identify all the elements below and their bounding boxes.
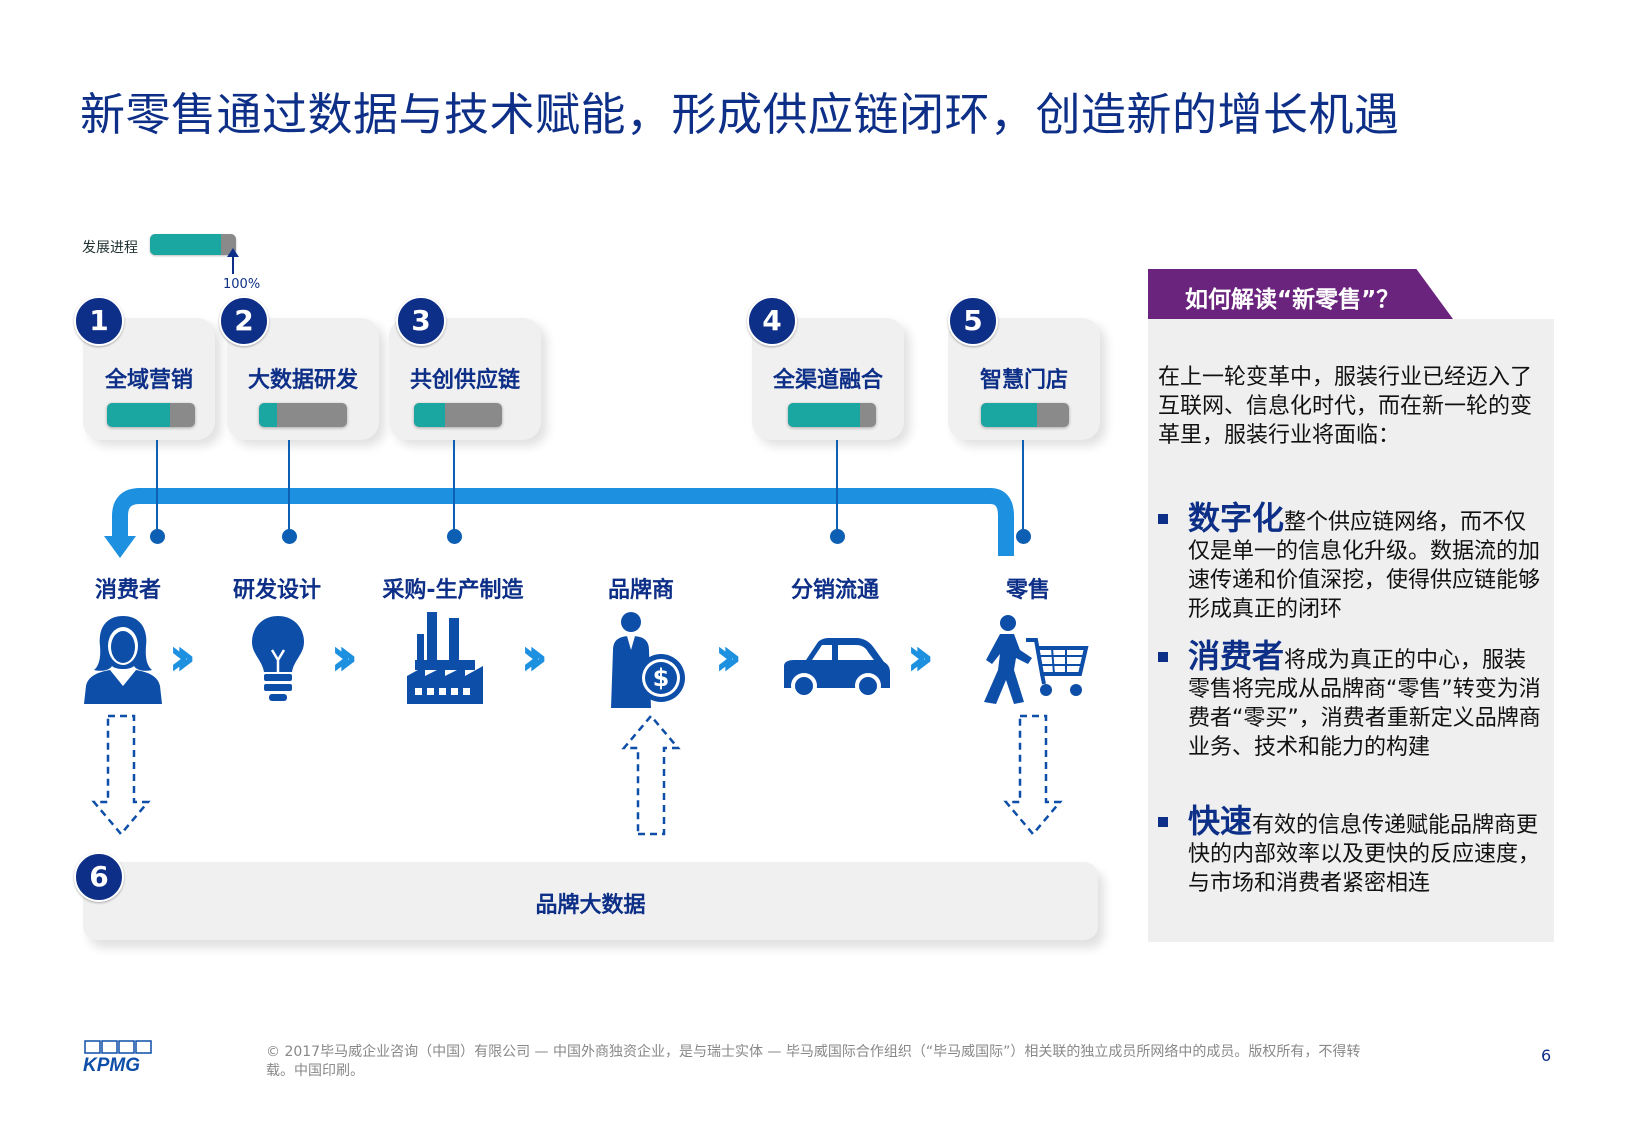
card-label: 共创供应链 [409, 368, 520, 393]
card-progress-bar [981, 403, 1069, 427]
card-progress-fill [414, 403, 445, 427]
card-progress-bar [788, 403, 876, 427]
stage-label-retail: 零售 [1005, 578, 1050, 603]
card-progress-bar [259, 403, 347, 427]
card-progress-bar [107, 403, 195, 427]
connector-dot [830, 529, 845, 544]
legend-progress-bar [150, 234, 236, 255]
connector-line [156, 440, 158, 535]
page-title: 新零售通过数据与技术赋能，形成供应链闭环，创造新的增长机遇 [80, 88, 1400, 141]
card-label: 智慧门店 [979, 368, 1068, 393]
bullet-text: 整个供应链网络，而不仅仅是单一的信息化升级。数据流的加速传递和价值深挖，使得供应… [1188, 510, 1541, 622]
bullet-keyword: 快速 [1188, 802, 1253, 840]
stage-label-brand: 品牌商 [607, 578, 674, 603]
chevron-right-icon: ›› [906, 625, 934, 688]
card-progress-bar [414, 403, 502, 427]
step-number-4: 4 [747, 296, 797, 346]
step-number-2: 2 [219, 296, 269, 346]
bullet-text: 有效的信息传递赋能品牌商更快的内部效率以及更快的反应速度，与市场和消费者紧密相连 [1188, 813, 1541, 896]
connector-dot [150, 529, 165, 544]
bullet-digitalization: 数字化整个供应链网络，而不仅仅是单一的信息化升级。数据流的加速传递和价值深挖，使… [1158, 502, 1548, 624]
bullet-square-icon [1158, 652, 1168, 662]
card-label: 全域营销 [104, 368, 193, 393]
car-icon [784, 638, 890, 698]
connector-line [288, 440, 290, 535]
chevron-right-icon: ›› [330, 625, 358, 688]
footer-copyright: © 2017毕马威企业咨询（中国）有限公司 — 中国外商独资企业，是与瑞士实体 … [266, 1044, 1361, 1079]
brand-big-data-box: 品牌大数据 [83, 862, 1098, 940]
card-progress-fill [981, 403, 1038, 427]
stage-label-distribution: 分销流通 [790, 578, 879, 603]
panel-heading-text: 如何解读“新零售”？ [1185, 287, 1400, 313]
card-label: 大数据研发 [247, 368, 358, 393]
arrow-up-icon [227, 248, 239, 274]
dashed-arrow-down-icon [1003, 714, 1063, 836]
bullet-consumer: 消费者将成为真正的中心，服装零售将完成从品牌商“零售”转变为消费者“零买”，消费… [1158, 640, 1548, 762]
card-progress-fill [788, 403, 861, 427]
bullet-keyword: 消费者 [1188, 637, 1285, 675]
bullet-square-icon [1158, 817, 1168, 827]
connector-line [453, 440, 455, 535]
connector-line [836, 440, 838, 535]
legend-percent: 100% [223, 277, 261, 292]
bullet-keyword: 数字化 [1188, 499, 1285, 537]
connector-dot [1016, 529, 1031, 544]
page-number: 6 [1541, 1046, 1552, 1065]
chevron-right-icon: ›› [520, 625, 548, 688]
chevron-right-icon: ›› [168, 625, 196, 688]
connector-dot [282, 529, 297, 544]
bullet-text: 将成为真正的中心，服装零售将完成从品牌商“零售”转变为消费者“零买”，消费者重新… [1188, 648, 1541, 760]
dashed-arrow-down-icon [91, 714, 151, 836]
kpmg-logo: KPMG [83, 1040, 152, 1074]
connector-dot [447, 529, 462, 544]
lightbulb-icon [252, 616, 304, 701]
kpmg-logo-text: KPMG [83, 1055, 140, 1074]
card-label: 全渠道融合 [772, 368, 883, 393]
brand-big-data-label: 品牌大数据 [535, 893, 646, 918]
card-progress-fill [259, 403, 277, 427]
factory-icon [407, 612, 483, 704]
bullet-speed: 快速有效的信息传递赋能品牌商更快的内部效率以及更快的反应速度，与市场和消费者紧密… [1158, 805, 1548, 898]
connector-line [1022, 440, 1024, 535]
bullet-square-icon [1158, 514, 1168, 524]
step-number-6: 6 [74, 852, 124, 902]
svg-text:$: $ [653, 664, 670, 692]
stage-label-consumer: 消费者 [94, 578, 161, 603]
brand-dollar-icon: $ [611, 612, 685, 708]
stage-label-manufacturing: 采购-生产制造 [382, 578, 524, 603]
stage-label-rnd: 研发设计 [232, 578, 321, 603]
feedback-loop-arrow [104, 488, 1014, 558]
dashed-arrow-up-icon [621, 714, 681, 836]
step-number-3: 3 [396, 296, 446, 346]
step-number-5: 5 [948, 296, 998, 346]
legend-label: 发展进程 [82, 240, 138, 256]
legend-progress-fill [150, 234, 221, 255]
consumer-icon [84, 616, 162, 704]
card-progress-fill [107, 403, 171, 427]
panel-heading: 如何解读“新零售”？ [1148, 269, 1453, 319]
chevron-right-icon: ›› [714, 625, 742, 688]
explanation-panel: 在上一轮变革中，服装行业已经迈入了互联网、信息化时代，而在新一轮的变革里，服装行… [1148, 319, 1554, 942]
shopping-cart-icon [984, 615, 1089, 704]
step-number-1: 1 [74, 296, 124, 346]
panel-intro: 在上一轮变革中，服装行业已经迈入了互联网、信息化时代，而在新一轮的变革里，服装行… [1158, 365, 1533, 448]
card-1: 全域营销 [83, 318, 215, 440]
